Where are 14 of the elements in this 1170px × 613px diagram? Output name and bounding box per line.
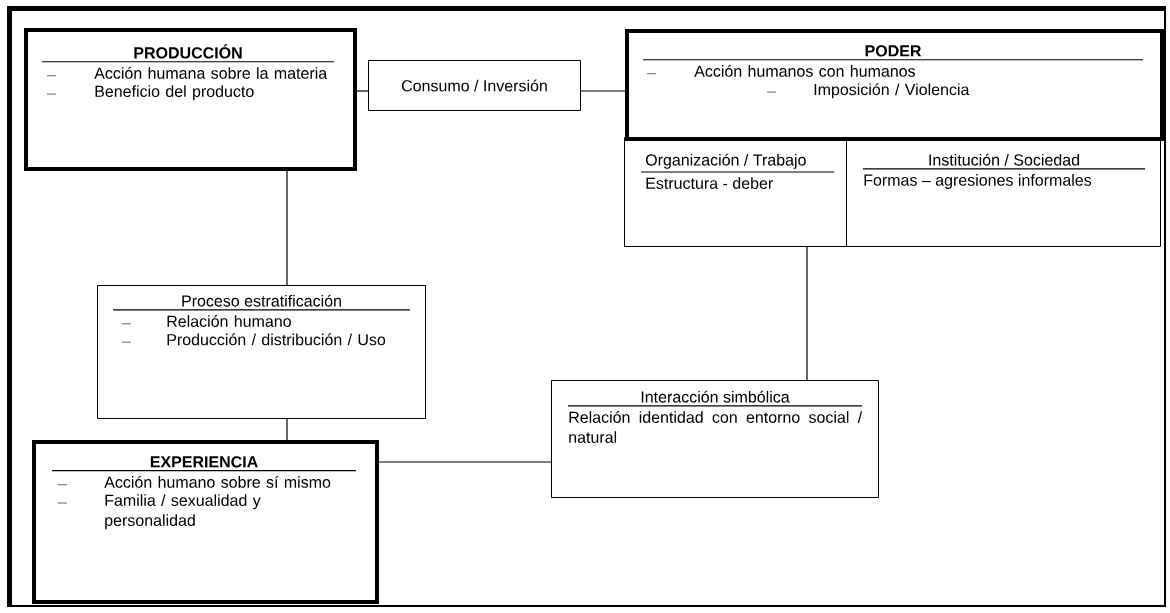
concept-box: Institución / Sociedad Formas – agresiones informales [846,137,1161,247]
concept-box: Consumo / Inversión [368,60,581,111]
concept-box: Organización / Trabajo Estructura - deber [624,137,847,247]
concept-box: Proceso estratificación Relación humano Producción / distribución / Uso [97,285,426,419]
concept-box: EXPERIENCIA Acción humano sobre sí mismo Familia / sexualidad y personalidad [32,440,379,604]
connector-line [286,170,288,286]
connector-line [378,461,552,463]
concept-box: Interacción simbólica Relación identidad con entorno social / natural [551,380,879,498]
connector-line [580,90,626,92]
concept-box: PRODUCCIÓN Acción humana sobre la materia Beneficio del producto [24,28,357,171]
connector-line [286,418,288,441]
connector-line [356,90,369,92]
concept-box: PODER Acción humanos con humanos Imposición / Violencia [625,29,1164,141]
connector-line [806,246,808,381]
